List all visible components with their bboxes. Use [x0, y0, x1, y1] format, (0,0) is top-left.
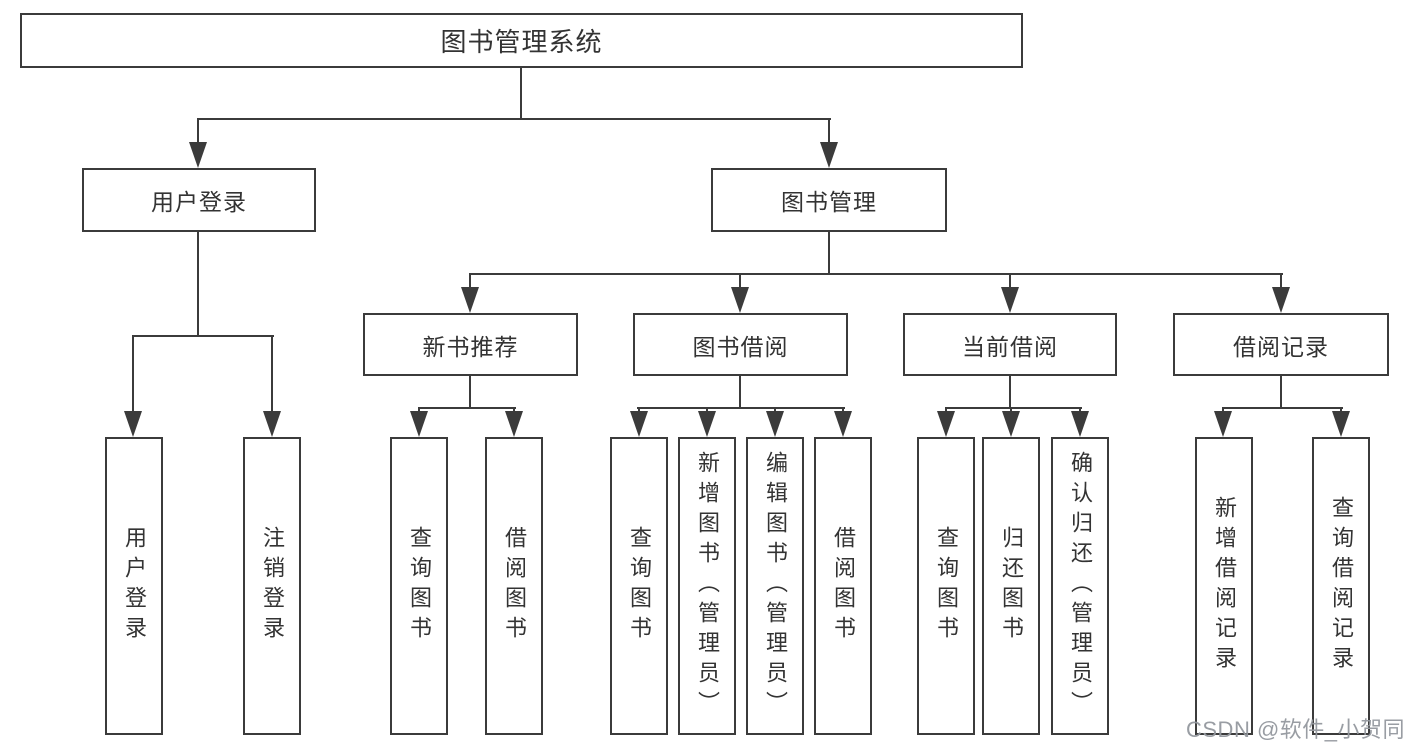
node-book-borrow-label: 图书借阅 — [692, 333, 789, 360]
node-user-login: 用户登录 — [82, 168, 316, 232]
node-current-borrow-label: 当前借阅 — [962, 333, 1058, 360]
connector-line — [1222, 407, 1343, 409]
arrowhead-down-icon — [505, 411, 523, 437]
leaf-user-login: 用户登录 — [105, 437, 163, 735]
arrowhead-down-icon — [820, 142, 838, 168]
leaf-edit-books-admin-label: 编辑图书（管理员） — [763, 451, 788, 721]
leaf-add-books-admin: 新增图书（管理员） — [678, 437, 736, 735]
leaf-add-books-admin-label: 新增图书（管理员） — [695, 451, 720, 721]
arrowhead-down-icon — [937, 411, 955, 437]
connector-line — [132, 335, 134, 413]
connector-line — [271, 335, 273, 413]
leaf-return-books: 归还图书 — [982, 437, 1040, 735]
node-borrow-records-label: 借阅记录 — [1233, 333, 1329, 360]
leaf-edit-books-admin: 编辑图书（管理员） — [746, 437, 804, 735]
connector-line — [1280, 273, 1282, 289]
connector-line — [197, 232, 199, 337]
arrowhead-down-icon — [263, 411, 281, 437]
node-book-management-label: 图书管理 — [781, 189, 877, 215]
connector-line — [469, 273, 1283, 275]
arrowhead-down-icon — [698, 411, 716, 437]
connector-line — [739, 376, 741, 409]
connector-line — [828, 118, 830, 144]
node-borrow-records: 借阅记录 — [1173, 313, 1389, 376]
csdn-watermark: CSDN @软件_小贺同学 — [1186, 717, 1405, 742]
connector-line — [197, 118, 199, 144]
connector-line — [1009, 376, 1011, 409]
leaf-recommend-borrow-books-label: 借阅图书 — [502, 526, 527, 646]
arrowhead-down-icon — [1002, 411, 1020, 437]
leaf-recommend-query-books-label: 查询图书 — [407, 526, 432, 646]
connector-line — [739, 273, 741, 289]
leaf-add-borrow-record-label: 新增借阅记录 — [1212, 496, 1237, 676]
connector-line — [469, 376, 471, 409]
arrowhead-down-icon — [1272, 287, 1290, 313]
leaf-return-books-label: 归还图书 — [999, 526, 1024, 646]
connector-line — [132, 335, 274, 337]
arrowhead-down-icon — [766, 411, 784, 437]
connector-line — [520, 68, 522, 118]
connector-line — [828, 232, 830, 275]
node-new-book-recommend-label: 新书推荐 — [422, 333, 519, 360]
leaf-borrow-query-books-label: 查询图书 — [627, 526, 652, 646]
leaf-borrow-books: 借阅图书 — [814, 437, 872, 735]
arrowhead-down-icon — [410, 411, 428, 437]
connector-line — [418, 407, 516, 409]
leaf-recommend-query-books: 查询图书 — [390, 437, 448, 735]
node-current-borrow: 当前借阅 — [903, 313, 1117, 376]
connector-line — [1009, 273, 1011, 289]
node-book-management: 图书管理 — [711, 168, 947, 232]
connector-line — [469, 273, 471, 289]
leaf-add-borrow-record: 新增借阅记录 — [1195, 437, 1253, 735]
leaf-borrow-query-books: 查询图书 — [610, 437, 668, 735]
node-user-login-label: 用户登录 — [151, 189, 247, 215]
leaf-query-borrow-record: 查询借阅记录 — [1312, 437, 1370, 735]
connector-line — [1280, 376, 1282, 409]
leaf-recommend-borrow-books: 借阅图书 — [485, 437, 543, 735]
node-new-book-recommend: 新书推荐 — [363, 313, 578, 376]
node-book-borrow: 图书借阅 — [633, 313, 848, 376]
node-root-label: 图书管理系统 — [440, 27, 603, 57]
arrowhead-down-icon — [124, 411, 142, 437]
arrowhead-down-icon — [1001, 287, 1019, 313]
leaf-borrow-books-label: 借阅图书 — [831, 526, 856, 646]
arrowhead-down-icon — [1071, 411, 1089, 437]
arrowhead-down-icon — [630, 411, 648, 437]
leaf-current-query-books: 查询图书 — [917, 437, 975, 735]
leaf-current-query-books-label: 查询图书 — [934, 526, 959, 646]
connector-line — [637, 407, 845, 409]
connector-line — [945, 407, 1082, 409]
arrowhead-down-icon — [1332, 411, 1350, 437]
arrowhead-down-icon — [1214, 411, 1232, 437]
leaf-confirm-return-admin-label: 确认归还（管理员） — [1068, 451, 1093, 721]
leaf-user-login-label: 用户登录 — [122, 526, 147, 646]
arrowhead-down-icon — [834, 411, 852, 437]
arrowhead-down-icon — [731, 287, 749, 313]
leaf-logout-label: 注销登录 — [260, 526, 285, 646]
leaf-confirm-return-admin: 确认归还（管理员） — [1051, 437, 1109, 735]
connector-line — [197, 118, 831, 120]
node-root: 图书管理系统 — [20, 13, 1023, 68]
leaf-query-borrow-record-label: 查询借阅记录 — [1329, 496, 1354, 676]
leaf-logout: 注销登录 — [243, 437, 301, 735]
arrowhead-down-icon — [461, 287, 479, 313]
arrowhead-down-icon — [189, 142, 207, 168]
